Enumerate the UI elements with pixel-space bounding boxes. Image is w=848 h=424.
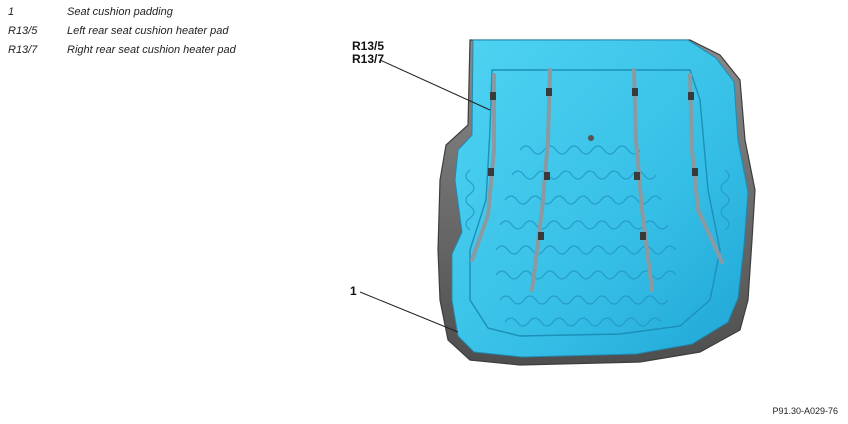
- seating-area-outline: [469, 69, 721, 337]
- figure-reference: P91.30-A029-76: [772, 406, 838, 416]
- callout-1: 1: [350, 284, 357, 298]
- legend-description: Left rear seat cushion heater pad: [67, 25, 229, 37]
- legend-code: 1: [8, 6, 15, 18]
- heater-pad-wires: [465, 145, 730, 327]
- callout-r13-7: R13/7: [352, 52, 385, 66]
- legend-description: Seat cushion padding: [67, 6, 173, 18]
- rail-clips: [488, 88, 698, 240]
- leader-line-r13: [379, 59, 491, 111]
- legend-code: R13/5: [8, 25, 38, 37]
- legend-description: Right rear seat cushion heater pad: [67, 44, 236, 56]
- leader-line-1: [359, 291, 459, 333]
- seat-cushion-padding: [451, 39, 749, 358]
- center-mount-point: [588, 135, 594, 141]
- legend-code: R13/7: [8, 44, 38, 56]
- callout-r13-5: R13/5: [352, 39, 385, 53]
